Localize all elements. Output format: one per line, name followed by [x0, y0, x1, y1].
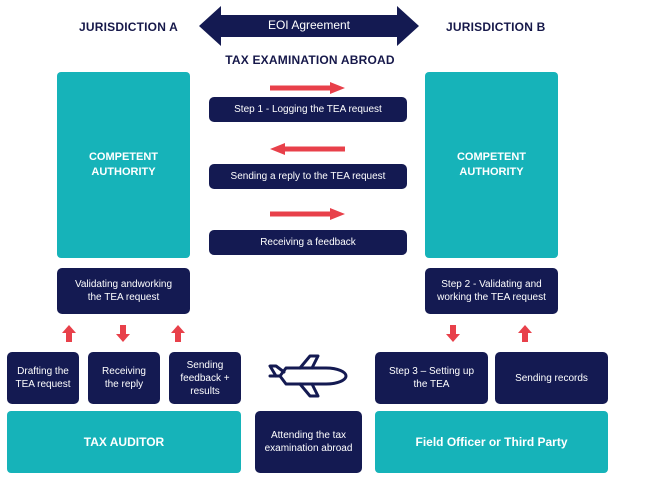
competent-authority-b: COMPETENT AUTHORITY	[425, 72, 558, 258]
arrow-right-icon	[270, 82, 345, 94]
arrow-left-icon	[270, 143, 345, 155]
eoi-agreement-label: EOI Agreement	[267, 18, 351, 32]
tax-auditor-box: TAX AUDITOR	[7, 411, 241, 473]
step1-box: Step 1 - Logging the TEA request	[209, 97, 407, 122]
receiving-reply-box: Receiving the reply	[88, 352, 160, 404]
step3-box: Step 3 – Setting up the TEA	[375, 352, 488, 404]
airplane-icon	[268, 354, 348, 398]
attending-box: Attending the tax examination abroad	[255, 411, 362, 473]
step2-box: Step 2 - Validating and working the TEA …	[425, 268, 558, 314]
arrow-up-icon	[62, 325, 76, 342]
arrow-down-icon	[446, 325, 460, 342]
arrow-down-icon	[116, 325, 130, 342]
competent-authority-a: COMPETENT AUTHORITY	[57, 72, 190, 258]
feedback-box: Receiving a feedback	[209, 230, 407, 255]
arrow-up-icon	[518, 325, 532, 342]
sending-feedback-box: Sending feedback + results	[169, 352, 241, 404]
field-officer-box: Field Officer or Third Party	[375, 411, 608, 473]
sending-records-box: Sending records	[495, 352, 608, 404]
jurisdiction-a-heading: JURISDICTION A	[79, 20, 179, 34]
arrow-right-icon	[270, 208, 345, 220]
arrow-up-icon	[171, 325, 185, 342]
double-arrow-icon	[199, 6, 419, 46]
tax-examination-abroad-heading: TAX EXAMINATION ABROAD	[225, 53, 395, 67]
drafting-box: Drafting the TEA request	[7, 352, 79, 404]
reply-box: Sending a reply to the TEA request	[209, 164, 407, 189]
jurisdiction-b-heading: JURISDICTION B	[446, 20, 546, 34]
validating-left-box: Validating andworking the TEA request	[57, 268, 190, 314]
